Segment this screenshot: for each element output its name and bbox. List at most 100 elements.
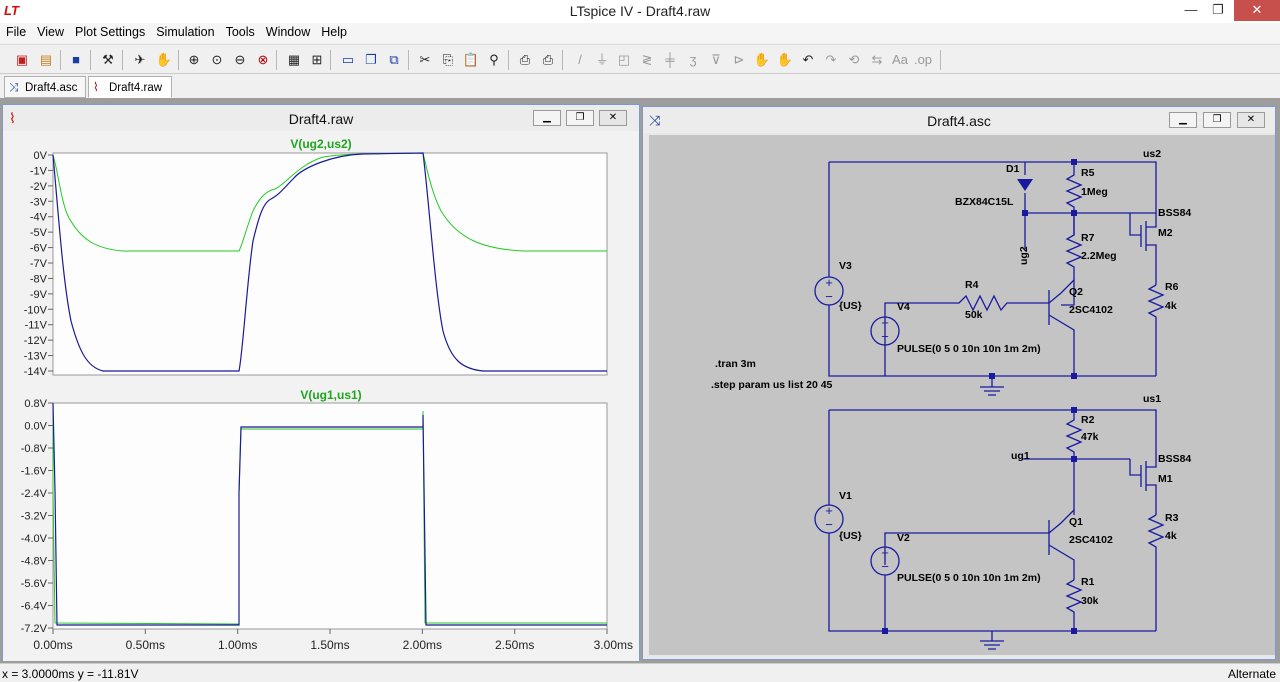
close-button[interactable]: ✕	[1234, 0, 1280, 21]
diode-icon[interactable]: ⊽	[711, 52, 721, 67]
control-panel-icon[interactable]: ⚒	[102, 52, 114, 67]
net-label-us1[interactable]: us1	[1143, 393, 1161, 405]
label-d1[interactable]: D1	[1006, 163, 1020, 175]
value-r7[interactable]: 2.2Meg	[1081, 250, 1117, 262]
move-icon[interactable]: ✋	[753, 52, 771, 67]
cascade-icon[interactable]: ❐	[365, 52, 377, 67]
value-r4[interactable]: 50k	[965, 309, 983, 321]
menu-help[interactable]: Help	[321, 25, 347, 39]
label-q1[interactable]: Q1	[1069, 516, 1083, 528]
cut-icon[interactable]: ✂	[419, 52, 431, 67]
child-restore-button[interactable]: ❐	[566, 110, 594, 126]
print-icon[interactable]: ⎙	[542, 52, 554, 67]
label-r7[interactable]: R7	[1081, 232, 1095, 244]
label-r1[interactable]: R1	[1081, 576, 1095, 588]
value-r5[interactable]: 1Meg	[1081, 186, 1108, 198]
menu-file[interactable]: File	[6, 25, 27, 39]
value-v1[interactable]: {US}	[839, 530, 862, 542]
capacitor-icon[interactable]: ╪	[665, 52, 675, 67]
label-r6[interactable]: R6	[1165, 281, 1179, 293]
label-v3[interactable]: V3	[839, 260, 852, 272]
ltspice-icon[interactable]: LT	[4, 3, 19, 18]
bottom-trace-label[interactable]: V(ug1,us1)	[300, 388, 361, 402]
schematic-canvas[interactable]: us2 D1 R5 1Meg BZX84C15L BSS84 M2 ug2 R7…	[649, 135, 1275, 655]
menu-plot-settings[interactable]: Plot Settings	[75, 25, 146, 39]
label-net-icon[interactable]: ◰	[617, 52, 631, 67]
value-m2[interactable]: BSS84	[1158, 207, 1191, 219]
tile-horizontal-icon[interactable]: ▭	[341, 52, 355, 67]
component-icon[interactable]: ⊳	[733, 52, 745, 67]
schem-minimize-button[interactable]: ▁	[1169, 112, 1197, 128]
zoom-cancel-icon[interactable]: ⊗	[257, 52, 269, 67]
value-q2[interactable]: 2SC4102	[1069, 304, 1113, 316]
spice-directive-icon[interactable]: .op	[913, 52, 933, 67]
child-minimize-button[interactable]: ▁	[533, 110, 561, 126]
wire-icon[interactable]: /	[578, 52, 582, 67]
zoom-out-icon[interactable]: ⊖	[234, 52, 246, 67]
fit-icon[interactable]: ⊞	[311, 52, 323, 67]
menu-view[interactable]: View	[37, 25, 65, 39]
value-v4[interactable]: PULSE(0 5 0 10n 10n 1m 2m)	[897, 343, 1041, 355]
halt-icon[interactable]: ✋	[155, 52, 173, 67]
find-icon[interactable]: ⚲	[489, 52, 499, 67]
copy-icon[interactable]: ⎘	[442, 52, 454, 67]
close-all-icon[interactable]: ⧉	[389, 52, 399, 67]
ground-icon[interactable]: ⏚	[595, 52, 609, 67]
value-q1[interactable]: 2SC4102	[1069, 534, 1113, 546]
value-v2[interactable]: PULSE(0 5 0 10n 10n 1m 2m)	[897, 572, 1041, 584]
value-m1[interactable]: BSS84	[1158, 453, 1191, 465]
net-label-ug1[interactable]: ug1	[1011, 450, 1030, 462]
directive-step[interactable]: .step param us list 20 45	[711, 379, 833, 391]
print-preview-icon[interactable]: ⎙	[519, 52, 531, 67]
run-icon[interactable]: ✈	[134, 52, 146, 67]
label-q2[interactable]: Q2	[1069, 286, 1083, 298]
value-d1[interactable]: BZX84C15L	[955, 196, 1014, 208]
value-r2[interactable]: 47k	[1081, 431, 1099, 443]
redo-icon[interactable]: ↷	[825, 52, 837, 67]
label-r3[interactable]: R3	[1165, 512, 1179, 524]
schem-close-button[interactable]: ✕	[1237, 112, 1265, 128]
label-r2[interactable]: R2	[1081, 414, 1095, 426]
top-plot-pane[interactable]	[52, 152, 608, 376]
net-label-ug2[interactable]: ug2	[1018, 246, 1030, 265]
label-v4[interactable]: V4	[897, 301, 910, 313]
bottom-plot-pane[interactable]	[52, 402, 608, 630]
rotate-icon[interactable]: ⟲	[848, 52, 860, 67]
minimize-button[interactable]: —	[1184, 2, 1198, 17]
tab-draft4-asc[interactable]: ⤨Draft4.asc	[4, 76, 86, 98]
open-folder-icon[interactable]: ▤	[39, 52, 53, 67]
drag-icon[interactable]: ✋	[776, 52, 794, 67]
menu-tools[interactable]: Tools	[225, 25, 255, 39]
text-icon[interactable]: Aa	[892, 52, 908, 67]
net-label-us2[interactable]: us2	[1143, 148, 1161, 160]
inductor-icon[interactable]: ʒ	[689, 52, 697, 67]
label-m2[interactable]: M2	[1158, 227, 1173, 239]
pan-icon[interactable]: ⊙	[211, 52, 223, 67]
value-r6[interactable]: 4k	[1165, 300, 1177, 312]
restore-button[interactable]: ❐	[1212, 2, 1224, 17]
mirror-icon[interactable]: ⇆	[871, 52, 883, 67]
value-v3[interactable]: {US}	[839, 300, 862, 312]
label-r5[interactable]: R5	[1081, 167, 1095, 179]
new-schematic-icon[interactable]: ▣	[15, 52, 29, 67]
label-v1[interactable]: V1	[839, 490, 852, 502]
tab-draft4-raw[interactable]: ⌇Draft4.raw	[88, 76, 172, 98]
top-trace-label[interactable]: V(ug2,us2)	[290, 137, 351, 151]
menu-simulation[interactable]: Simulation	[156, 25, 215, 39]
undo-icon[interactable]: ↶	[802, 52, 814, 67]
resistor-icon[interactable]: ≷	[641, 52, 653, 67]
child-close-button[interactable]: ✕	[599, 110, 627, 126]
save-icon[interactable]: ■	[72, 52, 80, 67]
paste-icon[interactable]: 📋	[462, 52, 480, 67]
menu-window[interactable]: Window	[265, 25, 311, 39]
label-r4[interactable]: R4	[965, 279, 979, 291]
value-r1[interactable]: 30k	[1081, 595, 1099, 607]
label-v2[interactable]: V2	[897, 532, 910, 544]
waveform-plot[interactable]: V(ug2,us2) 0V-1V-2V-3V-4V-5V-6V-7V-8V-9V…	[3, 131, 639, 661]
label-m1[interactable]: M1	[1158, 473, 1173, 485]
zoom-in-icon[interactable]: ⊕	[188, 52, 200, 67]
directive-tran[interactable]: .tran 3m	[715, 358, 756, 370]
autorange-icon[interactable]: ▦	[287, 52, 301, 67]
value-r3[interactable]: 4k	[1165, 530, 1177, 542]
schem-restore-button[interactable]: ❐	[1203, 112, 1231, 128]
